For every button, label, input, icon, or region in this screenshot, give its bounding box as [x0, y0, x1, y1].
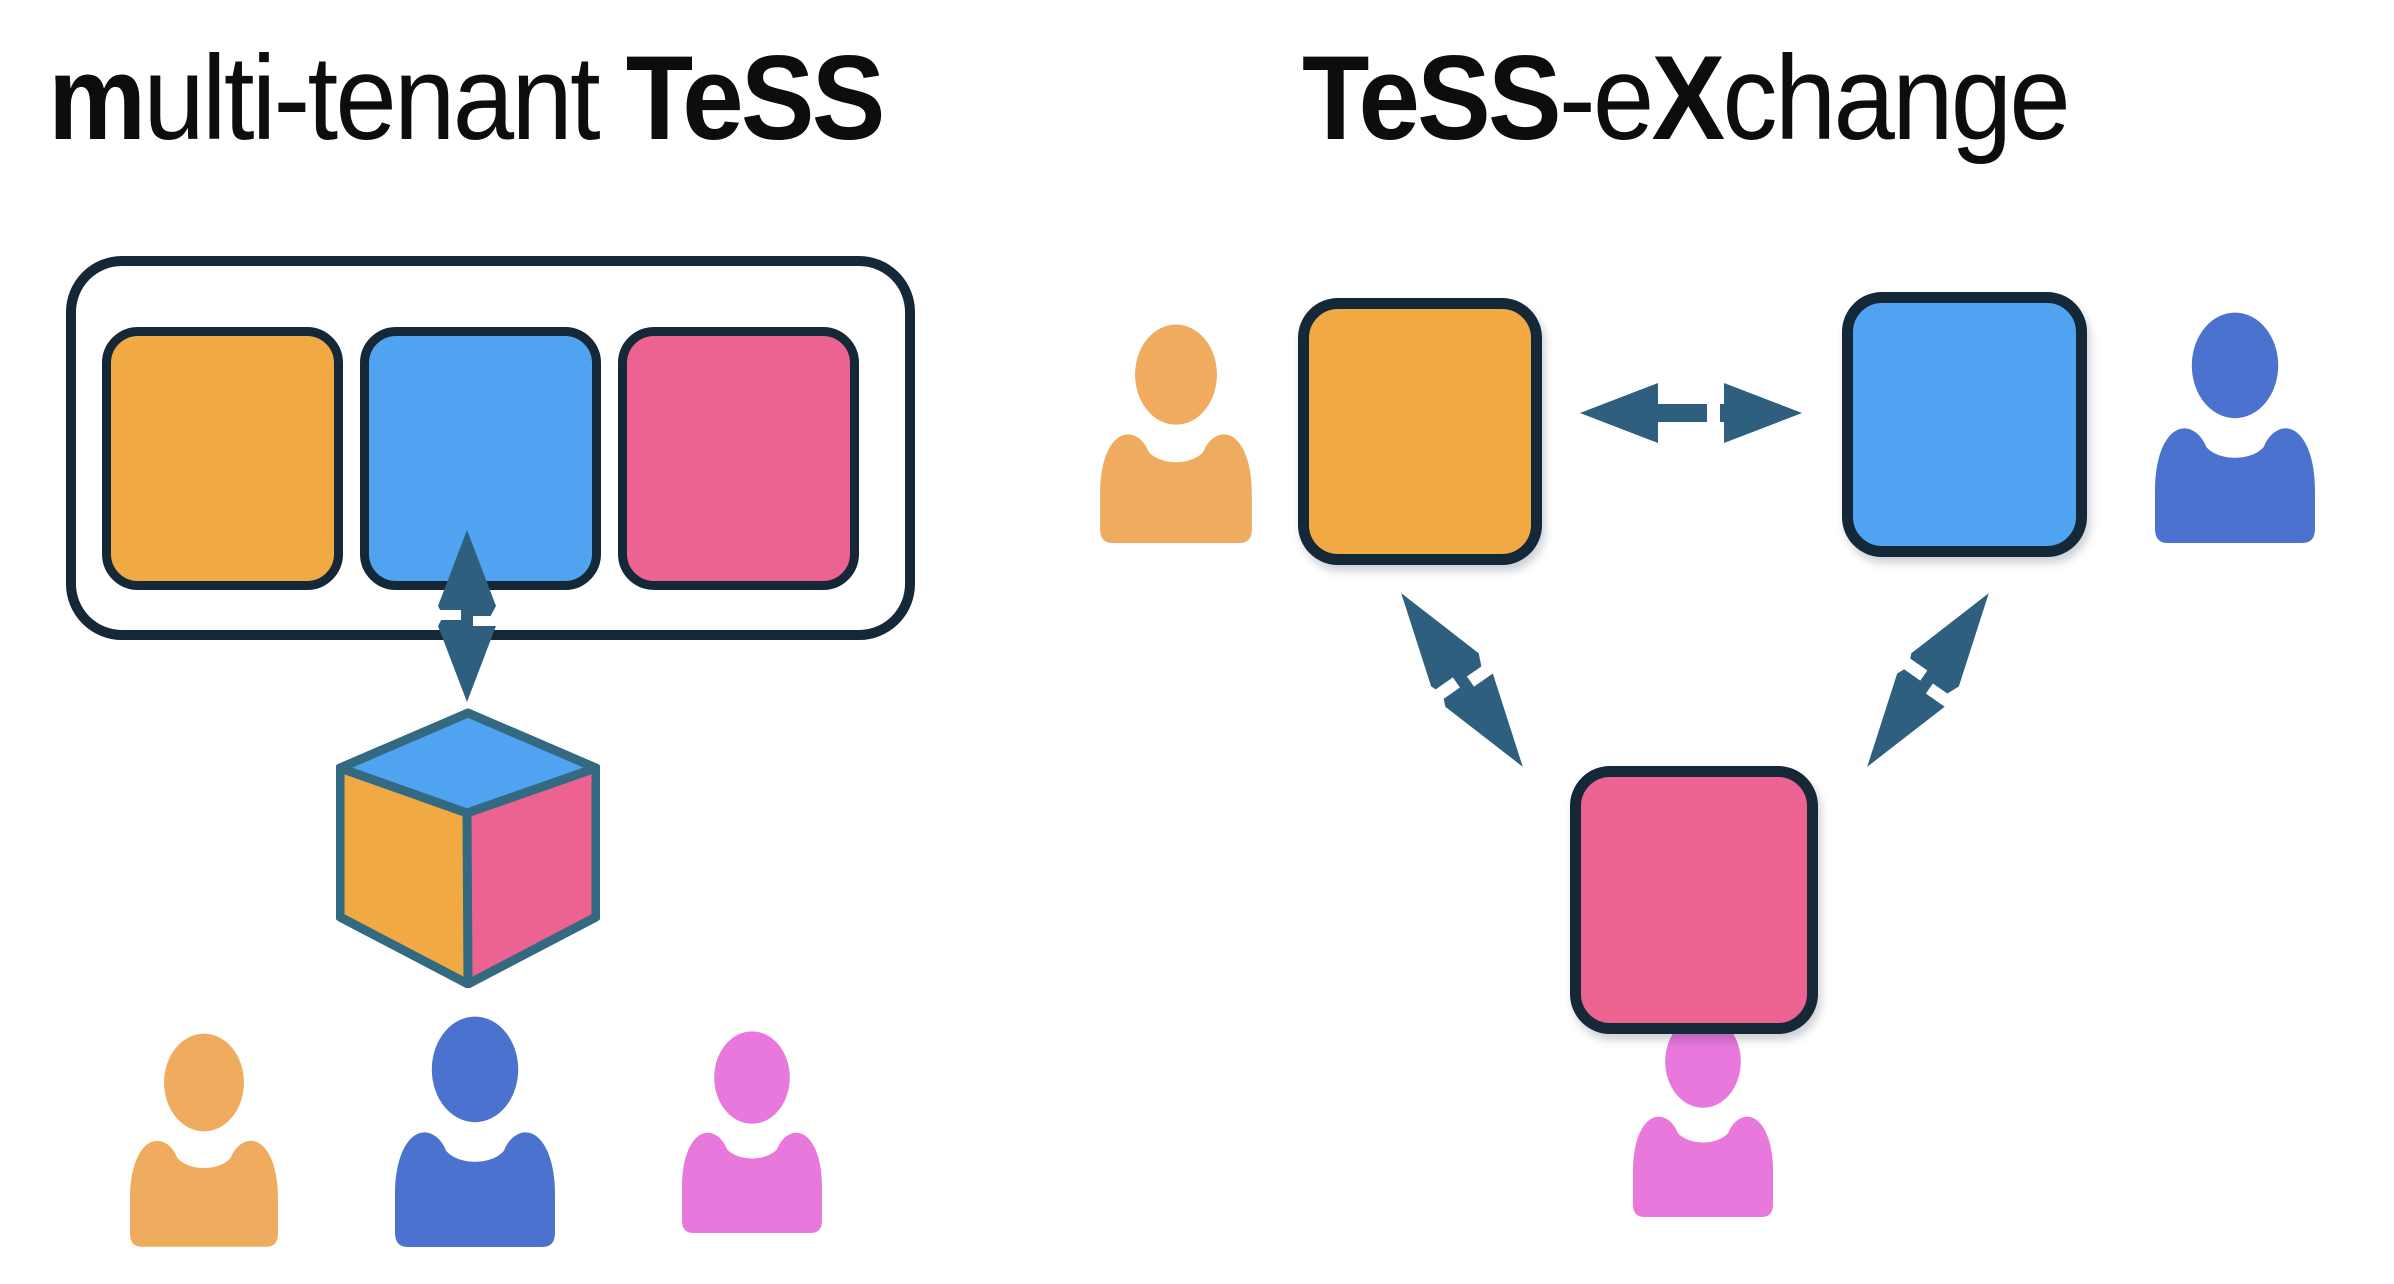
exchange-user-blue-icon	[2155, 311, 2315, 543]
exchange-user-orange-icon	[1100, 323, 1252, 543]
double-arrow-horizontal-icon	[1580, 383, 1802, 443]
double-arrow-vertical-icon	[434, 530, 500, 702]
tenant-tile-pink	[618, 327, 859, 590]
exchange-node-orange	[1298, 298, 1542, 565]
exchange-node-blue	[1842, 292, 2087, 557]
right-panel-title: TeSS-eXchange	[1302, 38, 2071, 158]
tenant-tile-orange	[102, 327, 343, 590]
double-arrow-diagonal-left-icon	[1374, 574, 1550, 786]
tenant-tile-blue	[360, 327, 601, 590]
double-arrow-diagonal-right-icon	[1840, 574, 2016, 786]
title-segment: change	[1722, 31, 2070, 165]
title-segment: X	[1651, 31, 1726, 165]
exchange-user-magenta-icon	[1633, 1014, 1773, 1217]
user-blue-icon	[395, 1015, 555, 1247]
title-segment: m	[48, 31, 146, 165]
title-segment: ulti-tenant	[143, 31, 626, 165]
title-segment: TeSS	[1302, 31, 1562, 165]
user-magenta-icon	[682, 1030, 822, 1233]
exchange-node-pink	[1570, 766, 1818, 1034]
title-segment: TeSS	[625, 31, 886, 165]
left-panel-title: multi-tenant TeSS	[48, 38, 885, 158]
user-orange-icon	[130, 1032, 278, 1247]
title-segment: -e	[1558, 31, 1654, 165]
cube-icon	[336, 708, 600, 988]
